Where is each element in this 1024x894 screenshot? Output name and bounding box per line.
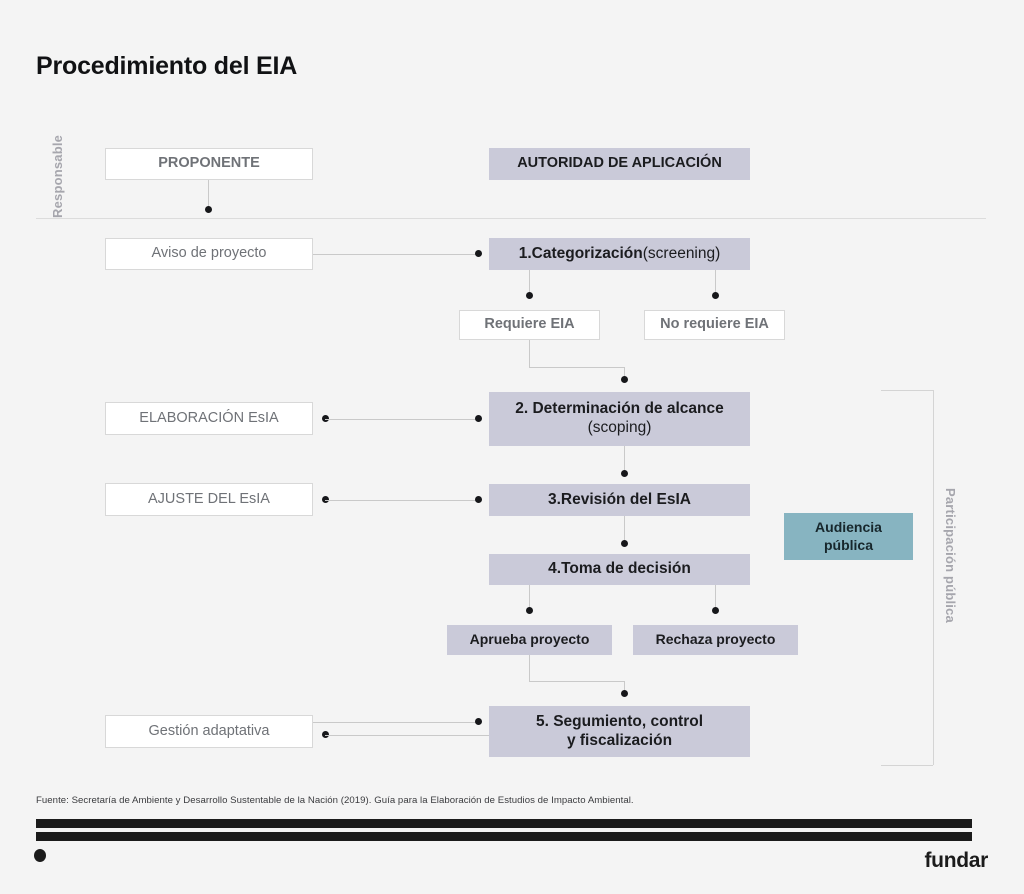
step-2-number: 2.	[515, 400, 533, 418]
audiencia-line-2: pública	[823, 536, 873, 553]
box-step-4-toma-de-decision[interactable]: 4. Toma de decisión	[489, 554, 750, 585]
box-elaboracion-esia[interactable]: ELABORACIÓN EsIA	[105, 402, 313, 435]
connector-dot	[475, 718, 482, 725]
bracket-bottom-stub	[881, 765, 933, 766]
connector-requiere-down	[529, 340, 530, 367]
connector-step5-to-gestion	[313, 722, 478, 723]
box-audiencia-publica[interactable]: Audiencia pública	[784, 513, 913, 560]
connector-step1-right-branch	[715, 270, 716, 295]
box-aprueba-proyecto[interactable]: Aprueba proyecto	[447, 625, 612, 655]
step-1-number: 1.	[518, 244, 532, 262]
step-2-title: Determinación de alcance	[532, 400, 724, 418]
connector-elaboracion-to-step2	[325, 419, 478, 420]
connector-proponente-down	[208, 180, 209, 210]
connector-dot	[621, 540, 628, 547]
step-4-number: 4.	[548, 560, 562, 578]
connector-aprueba-to-step5	[624, 681, 625, 693]
page-title: Procedimiento del EIA	[36, 52, 298, 80]
step-3-number: 3.	[547, 490, 561, 508]
connector-dot	[205, 206, 212, 213]
connector-dot	[322, 496, 329, 503]
connector-dot	[322, 415, 329, 422]
box-rechaza-proyecto[interactable]: Rechaza proyecto	[633, 625, 798, 655]
connector-step1-left-branch	[529, 270, 530, 295]
connector-dot	[712, 607, 719, 614]
step-5-note: y fiscalización	[566, 731, 673, 749]
header-divider	[36, 218, 986, 219]
connector-ajuste-to-step3	[325, 500, 478, 501]
axis-label-responsable: Responsable	[50, 134, 65, 218]
box-step-1-categorizacion[interactable]: 1.Categorización (screening)	[489, 238, 750, 270]
footer-bar-bottom	[36, 832, 972, 841]
connector-dot	[322, 731, 329, 738]
connector-dot	[475, 250, 482, 257]
connector-step4-right-branch	[715, 585, 716, 610]
brand-logo-fundar: fundar	[924, 849, 988, 872]
connector-requiere-to-step2	[624, 367, 625, 379]
step-5-label: 5. Segumiento, control	[536, 713, 703, 732]
connector-dot	[712, 292, 719, 299]
connector-dot	[621, 690, 628, 697]
box-step-2-determinacion-de-alcance[interactable]: 2. Determinación de alcance (scoping)	[489, 392, 750, 446]
footer-bar-top	[36, 819, 972, 828]
box-step-5-seguimiento[interactable]: 5. Segumiento, control y fiscalización	[489, 706, 750, 757]
connector-step4-left-branch	[529, 585, 530, 610]
box-proponente[interactable]: PROPONENTE	[105, 148, 313, 180]
box-aviso-de-proyecto[interactable]: Aviso de proyecto	[105, 238, 313, 270]
box-gestion-adaptativa[interactable]: Gestión adaptativa	[105, 715, 313, 748]
step-3-title: Revisión del EsIA	[560, 490, 691, 508]
step-4-title: Toma de decisión	[561, 560, 691, 578]
bracket-top-stub	[881, 390, 933, 391]
box-ajuste-del-esia[interactable]: AJUSTE DEL EsIA	[105, 483, 313, 516]
connector-dot	[621, 376, 628, 383]
step-5-title: Segumiento, control	[553, 712, 704, 730]
connector-requiere-across	[529, 367, 625, 368]
box-step-3-revision-del-esia[interactable]: 3. Revisión del EsIA	[489, 484, 750, 516]
connector-gestion-to-step5	[325, 735, 489, 736]
step-2-label: 2. Determinación de alcance	[515, 400, 723, 419]
connector-dot	[621, 470, 628, 477]
connector-aprueba-across	[529, 681, 625, 682]
connector-dot	[475, 496, 482, 503]
bracket-spine	[933, 390, 934, 765]
connector-step3-to-step4	[624, 516, 625, 543]
audiencia-line-1: Audiencia	[815, 519, 882, 536]
connector-step2-to-step3	[624, 446, 625, 473]
step-2-note: (scoping)	[587, 419, 652, 436]
footer-dot-icon	[34, 849, 46, 862]
box-autoridad-de-aplicacion[interactable]: AUTORIDAD DE APLICACIÓN	[489, 148, 750, 180]
connector-dot	[475, 415, 482, 422]
axis-label-participacion-publica: Participación pública	[943, 488, 958, 623]
source-note: Fuente: Secretaría de Ambiente y Desarro…	[36, 795, 634, 806]
connector-dot	[526, 607, 533, 614]
connector-aprueba-down	[529, 655, 530, 681]
box-requiere-eia[interactable]: Requiere EIA	[459, 310, 600, 340]
connector-dot	[526, 292, 533, 299]
step-5-number: 5.	[535, 712, 554, 730]
step-1-title: Categorización	[531, 244, 643, 262]
step-1-note: (screening)	[642, 244, 721, 262]
box-no-requiere-eia[interactable]: No requiere EIA	[644, 310, 785, 340]
connector-aviso-to-step1	[313, 254, 478, 255]
